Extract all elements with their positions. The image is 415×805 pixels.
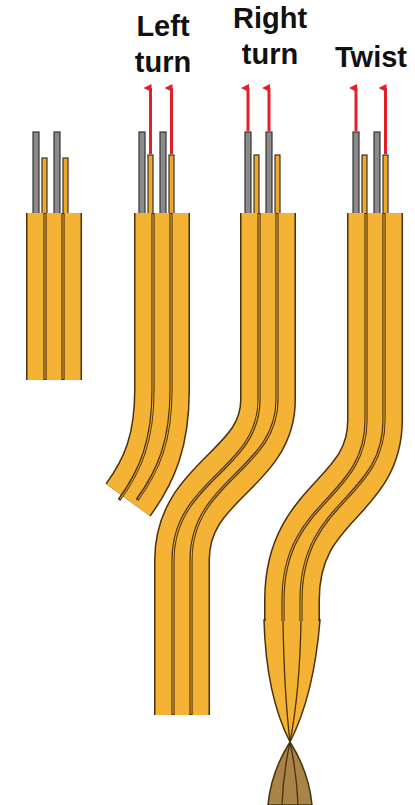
motion-label: Twist	[330, 39, 412, 75]
motion-label: Right turn	[218, 0, 322, 72]
motion-label: Left turn	[115, 8, 211, 80]
